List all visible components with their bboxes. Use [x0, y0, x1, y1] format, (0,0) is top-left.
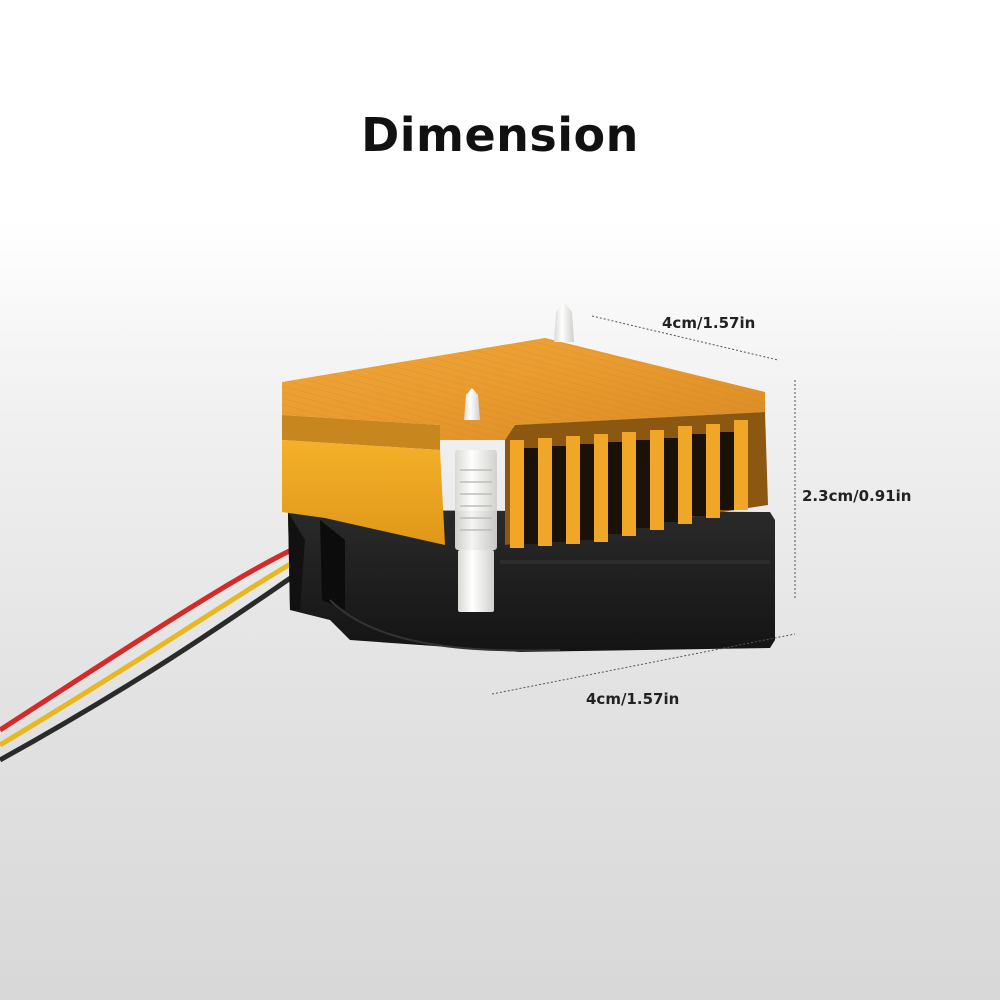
page-title: Dimension	[361, 108, 639, 162]
dimension-lines	[491, 315, 796, 695]
cooling-fan	[288, 510, 775, 652]
standoff-front	[455, 388, 497, 612]
depth-dimension-label: 4cm/1.57in	[662, 314, 756, 332]
standoff-back	[554, 302, 574, 342]
height-dimension-label: 2.3cm/0.91in	[802, 487, 912, 505]
aluminum-heatsink	[282, 338, 768, 548]
width-dimension-label: 4cm/1.57in	[586, 690, 680, 708]
three-wire-cable	[0, 532, 327, 763]
